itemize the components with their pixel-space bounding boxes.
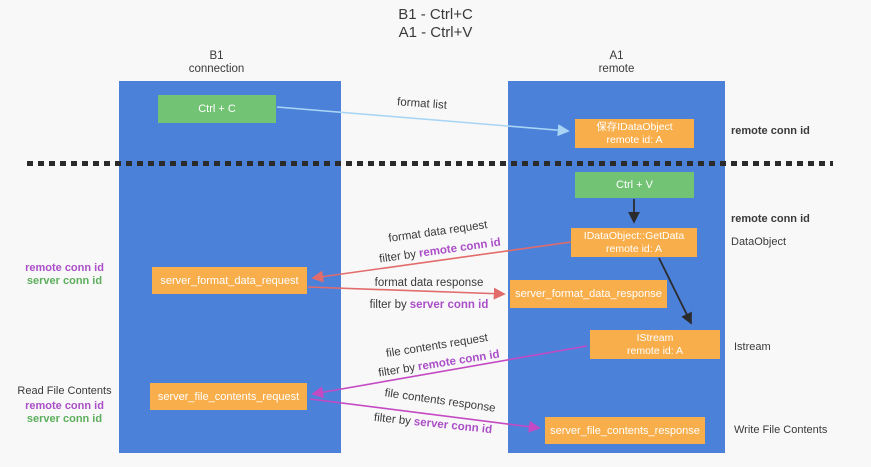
box-istream-line1: IStream (636, 331, 674, 344)
box-server-format-data-response-label: server_format_data_response (515, 288, 662, 300)
arrow-getdata-to-istream (658, 257, 692, 325)
label-read-file-contents: Read File Contents (17, 385, 112, 397)
box-idataobject-getdata: IDataObject::GetData remote id: A (571, 228, 697, 257)
server-conn-id-highlight: server conn id (409, 299, 489, 311)
box-server-file-contents-request-label: server_file_contents_request (157, 390, 300, 403)
box-server-format-data-request: server_format_data_request (152, 267, 307, 294)
box-server-format-data-request-label: server_format_data_request (160, 274, 299, 287)
right-remote-conn-id-mid: remote conn id (731, 213, 810, 225)
box-server-file-contents-response: server_file_contents_response (545, 417, 705, 444)
left-remote-conn-id-1: remote conn id (25, 262, 104, 274)
box-server-file-contents-response-label: server_file_contents_response (550, 424, 700, 437)
box-istream-line2: remote id: A (626, 344, 684, 357)
label-dataobject: DataObject (731, 236, 787, 248)
box-ctrl-v-label: Ctrl + V (616, 179, 653, 191)
box-getdata-line1: IDataObject::GetData (583, 229, 685, 242)
label-format-data-response: format data response (374, 277, 484, 289)
right-remote-conn-id-top: remote conn id (731, 125, 810, 137)
left-conn-id-pair-2: remote conn id server conn id (12, 400, 117, 426)
left-server-conn-id-2: server conn id (26, 413, 103, 425)
box-save-idataobject-line1: 保存IDataObject (596, 120, 673, 133)
lane-a1-subtitle: remote (598, 63, 635, 75)
arrow-format-data-response (307, 286, 506, 300)
arrow-format-list (276, 106, 570, 137)
diagram-title: B1 - Ctrl+C A1 - Ctrl+V (0, 6, 871, 42)
left-conn-id-pair-1: remote conn id server conn id (12, 262, 117, 288)
box-save-idataobject: 保存IDataObject remote id: A (575, 119, 694, 148)
lane-header-b1: B1 connection (119, 50, 314, 76)
left-server-conn-id-1: server conn id (26, 275, 103, 287)
box-ctrl-c-label: Ctrl + C (198, 103, 236, 115)
label-write-file-contents: Write File Contents (734, 424, 828, 436)
lane-header-a1: A1 remote (508, 50, 725, 76)
box-istream: IStream remote id: A (590, 330, 720, 359)
dashed-divider (27, 161, 833, 166)
title-line-1: B1 - Ctrl+C (398, 6, 473, 23)
left-remote-conn-id-2: remote conn id (25, 400, 104, 412)
title-line-2: A1 - Ctrl+V (398, 24, 473, 41)
arrow-format-data-request (311, 241, 572, 283)
lane-a1-title: A1 (609, 50, 624, 62)
box-ctrl-v: Ctrl + V (575, 172, 694, 198)
box-server-file-contents-request: server_file_contents_request (150, 383, 307, 410)
lane-b1-title: B1 (209, 50, 224, 62)
lane-b1-subtitle: connection (188, 63, 245, 75)
box-ctrl-c: Ctrl + C (158, 95, 276, 123)
arrow-file-contents-response (309, 398, 541, 433)
box-server-format-data-response: server_format_data_response (510, 280, 667, 308)
box-save-idataobject-line2: remote id: A (606, 133, 663, 146)
box-getdata-line2: remote id: A (605, 242, 663, 255)
filter-by-prefix: filter by (369, 299, 407, 311)
arrow-file-contents-request (311, 345, 588, 399)
label-istream: Istream (734, 341, 771, 353)
